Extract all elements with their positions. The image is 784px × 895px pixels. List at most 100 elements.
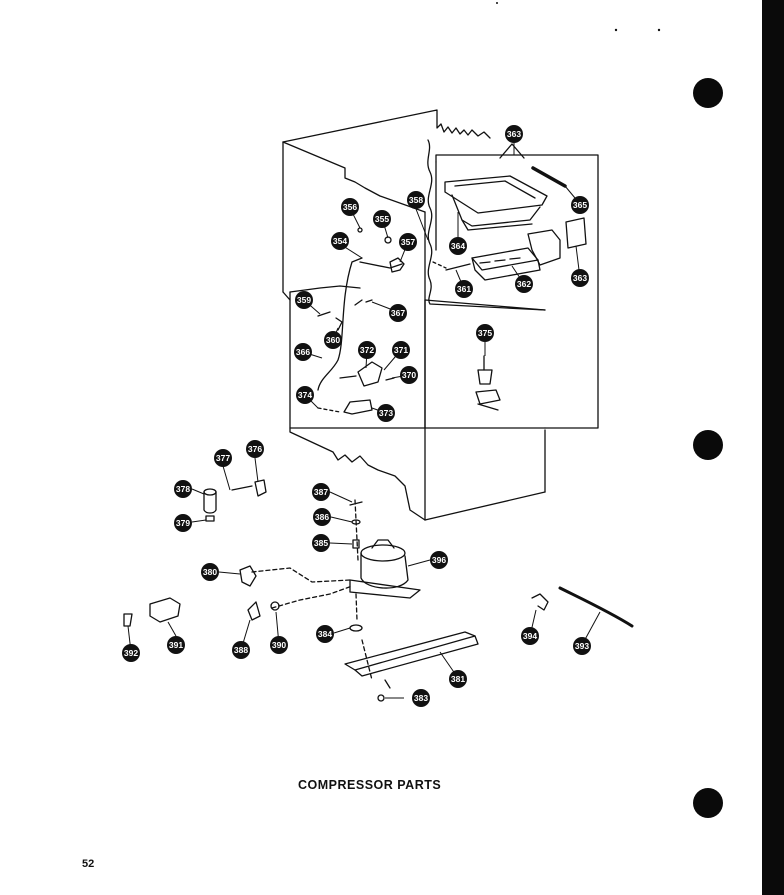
- callout-373: 373: [377, 404, 395, 422]
- svg-text:360: 360: [326, 335, 340, 345]
- callout-374: 374: [296, 386, 314, 404]
- capacitor-illustration: [203, 488, 217, 522]
- callout-358: 358: [407, 191, 425, 209]
- callout-394: 394: [521, 627, 539, 645]
- grommet-pieces-illustration: [247, 601, 280, 621]
- svg-text:366: 366: [296, 347, 310, 357]
- callout-371: 371: [392, 341, 410, 359]
- callout-386: 386: [313, 508, 331, 526]
- ice-ejector-rod: [531, 166, 567, 188]
- diagram-caption: COMPRESSOR PARTS: [298, 778, 442, 792]
- callout-393: 393: [573, 637, 591, 655]
- callout-356: 356: [341, 198, 359, 216]
- svg-text:363: 363: [573, 273, 587, 283]
- ice-bin-illustration: [444, 175, 548, 231]
- callout-378: 378: [174, 480, 192, 498]
- svg-text:392: 392: [124, 648, 138, 658]
- drain-tube-393: [558, 586, 634, 628]
- svg-text:379: 379: [176, 518, 190, 528]
- grommet-384: [349, 624, 363, 632]
- svg-text:365: 365: [573, 200, 587, 210]
- ice-maker-pin: [445, 263, 471, 271]
- callout-363-plate: 363: [571, 269, 589, 287]
- svg-text:370: 370: [402, 370, 416, 380]
- callout-361: 361: [455, 280, 473, 298]
- thermostat-illustration: [475, 355, 501, 411]
- callout-391: 391: [167, 636, 185, 654]
- svg-text:356: 356: [343, 202, 357, 212]
- callout-392: 392: [122, 644, 140, 662]
- binding-edge-bar: [762, 0, 784, 895]
- svg-text:357: 357: [401, 237, 415, 247]
- ice-maker-unit-illustration: [471, 229, 561, 281]
- callout-390: 390: [270, 636, 288, 654]
- scan-specks: [496, 2, 661, 32]
- valve-parts-illustration: [317, 299, 395, 415]
- overload-protector-illustration: [123, 597, 181, 627]
- callout-360: 360: [324, 331, 342, 349]
- svg-text:381: 381: [451, 674, 465, 684]
- svg-text:386: 386: [315, 512, 329, 522]
- callout-375: 375: [476, 324, 494, 342]
- callouts: 363 365 358 356 355 357 354 364 363 361 …: [122, 125, 591, 707]
- svg-text:378: 378: [176, 484, 190, 494]
- cabinet-cut-edge: [427, 139, 546, 311]
- callout-388: 388: [232, 641, 250, 659]
- svg-text:376: 376: [248, 444, 262, 454]
- relay-illustration: [239, 565, 257, 587]
- svg-text:363: 363: [507, 129, 521, 139]
- callout-366: 366: [294, 343, 312, 361]
- svg-text:388: 388: [234, 645, 248, 655]
- svg-text:384: 384: [318, 629, 332, 639]
- callout-357: 357: [399, 233, 417, 251]
- svg-text:367: 367: [391, 308, 405, 318]
- callout-377: 377: [214, 449, 232, 467]
- callout-372: 372: [358, 341, 376, 359]
- binder-hole-top: [693, 78, 723, 108]
- svg-text:362: 362: [517, 279, 531, 289]
- ice-maker-plate: [565, 217, 587, 249]
- valve-detail-box: [289, 285, 546, 429]
- compressor-base-rail: [344, 631, 479, 689]
- binder-hole-middle: [693, 430, 723, 460]
- callout-384: 384: [316, 625, 334, 643]
- callout-376: 376: [246, 440, 264, 458]
- binder-hole-bottom: [693, 788, 723, 818]
- svg-text:359: 359: [297, 295, 311, 305]
- callout-383: 383: [412, 689, 430, 707]
- callout-380: 380: [201, 563, 219, 581]
- svg-text:358: 358: [409, 195, 423, 205]
- svg-text:383: 383: [414, 693, 428, 703]
- svg-text:373: 373: [379, 408, 393, 418]
- svg-text:393: 393: [575, 641, 589, 651]
- svg-text:385: 385: [314, 538, 328, 548]
- callout-387: 387: [312, 483, 330, 501]
- callout-355: 355: [373, 210, 391, 228]
- svg-text:354: 354: [333, 236, 347, 246]
- clip-394: [531, 593, 549, 611]
- callout-359: 359: [295, 291, 313, 309]
- callout-362: 362: [515, 275, 533, 293]
- svg-text:394: 394: [523, 631, 537, 641]
- callout-379: 379: [174, 514, 192, 532]
- leader-lines: [127, 143, 601, 699]
- svg-text:372: 372: [360, 345, 374, 355]
- callout-354: 354: [331, 232, 349, 250]
- screw-383: [377, 694, 385, 702]
- wiring-dashed: [251, 499, 373, 681]
- bracket-illustration: [231, 479, 267, 497]
- callout-363: 363: [505, 125, 523, 143]
- icemaker-assembly-box: [435, 154, 599, 429]
- callout-381: 381: [449, 670, 467, 688]
- svg-text:355: 355: [375, 214, 389, 224]
- page-number: 52: [82, 858, 95, 870]
- callout-385: 385: [312, 534, 330, 552]
- svg-text:361: 361: [457, 284, 471, 294]
- svg-text:390: 390: [272, 640, 286, 650]
- svg-text:387: 387: [314, 487, 328, 497]
- svg-text:377: 377: [216, 453, 230, 463]
- svg-text:364: 364: [451, 241, 465, 251]
- callout-370: 370: [400, 366, 418, 384]
- compressor-illustration: [349, 539, 421, 599]
